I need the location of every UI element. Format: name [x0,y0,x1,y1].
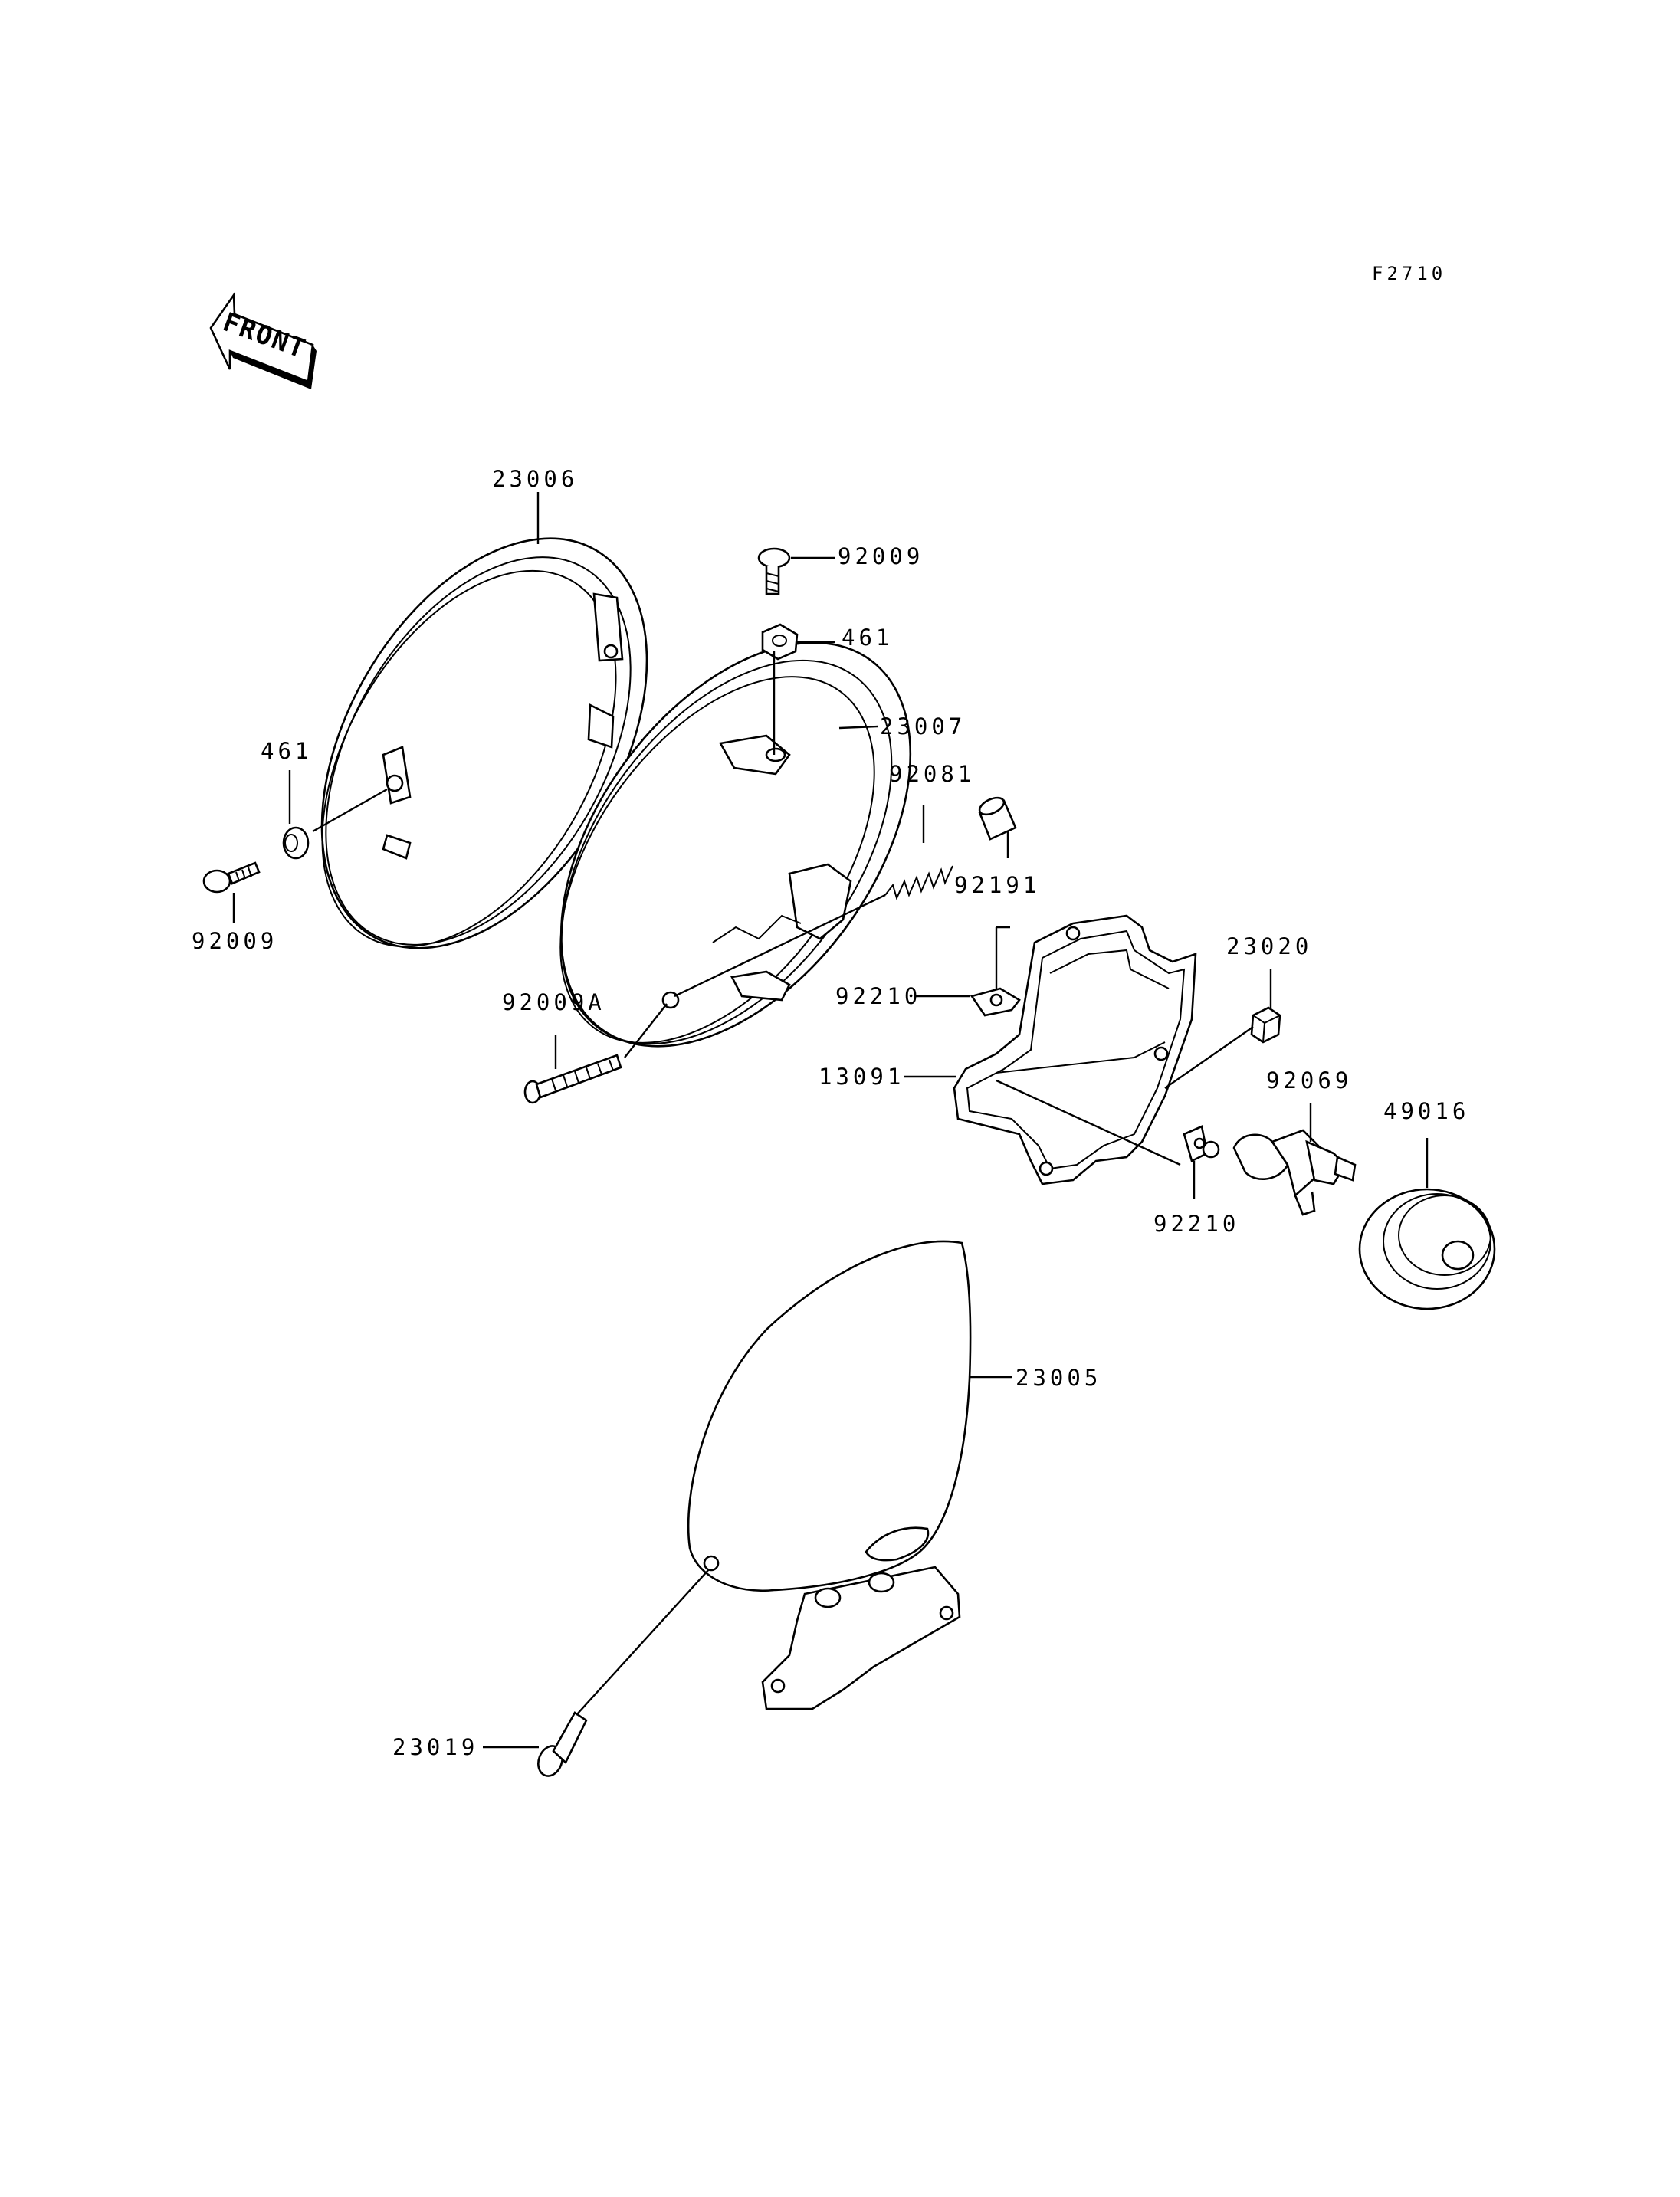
part-label-23019: 23019 [392,1734,478,1760]
part-label-92081: 92081 [889,761,975,787]
screw-92009A [523,1054,622,1104]
part-label-49016: 49016 [1383,1098,1469,1124]
nut-92210-upper [970,987,1021,1017]
bracket-13091 [953,914,1197,1185]
dust-cover-49016 [1358,1188,1496,1310]
screw-92009-top [757,547,791,595]
bulb-92069 [1202,1129,1357,1216]
part-label-23006: 23006 [492,466,578,492]
part-label-23007: 23007 [880,713,966,739]
nut-92210-lower [1183,1125,1209,1162]
part-label-92191: 92191 [954,872,1040,898]
nut-461-top [761,623,799,661]
part-label-23005: 23005 [1016,1365,1101,1391]
figure-code: F2710 [1372,263,1446,284]
front-arrow-icon: FRONT [209,292,317,389]
part-label-13091: 13091 [819,1064,904,1090]
nut-23020 [1250,1006,1281,1044]
part-labels: 23006 92009 461 23007 461 92009 92081 92… [192,466,1469,1760]
screw-92009-left [202,861,261,894]
headlight-housing-23005 [687,1240,972,1710]
part-label-461-top: 461 [842,625,893,651]
part-label-23020: 23020 [1226,933,1312,959]
bolt-23019 [537,1711,588,1777]
part-label-92069: 92069 [1266,1067,1352,1094]
headlight-rim-23006 [320,537,648,949]
leader-lines [232,492,1429,1749]
part-label-92009-left: 92009 [192,928,277,954]
part-label-92210-lower: 92210 [1153,1211,1239,1237]
collar-92191 [978,796,1017,841]
part-label-461-left: 461 [261,738,312,764]
part-label-92009A: 92009A [502,989,605,1015]
spring-92081 [884,865,953,900]
clip-461-left [282,826,310,860]
part-label-92009-top: 92009 [838,543,924,569]
inner-frame-23007 [559,641,912,1048]
part-label-92210-upper: 92210 [835,983,921,1009]
